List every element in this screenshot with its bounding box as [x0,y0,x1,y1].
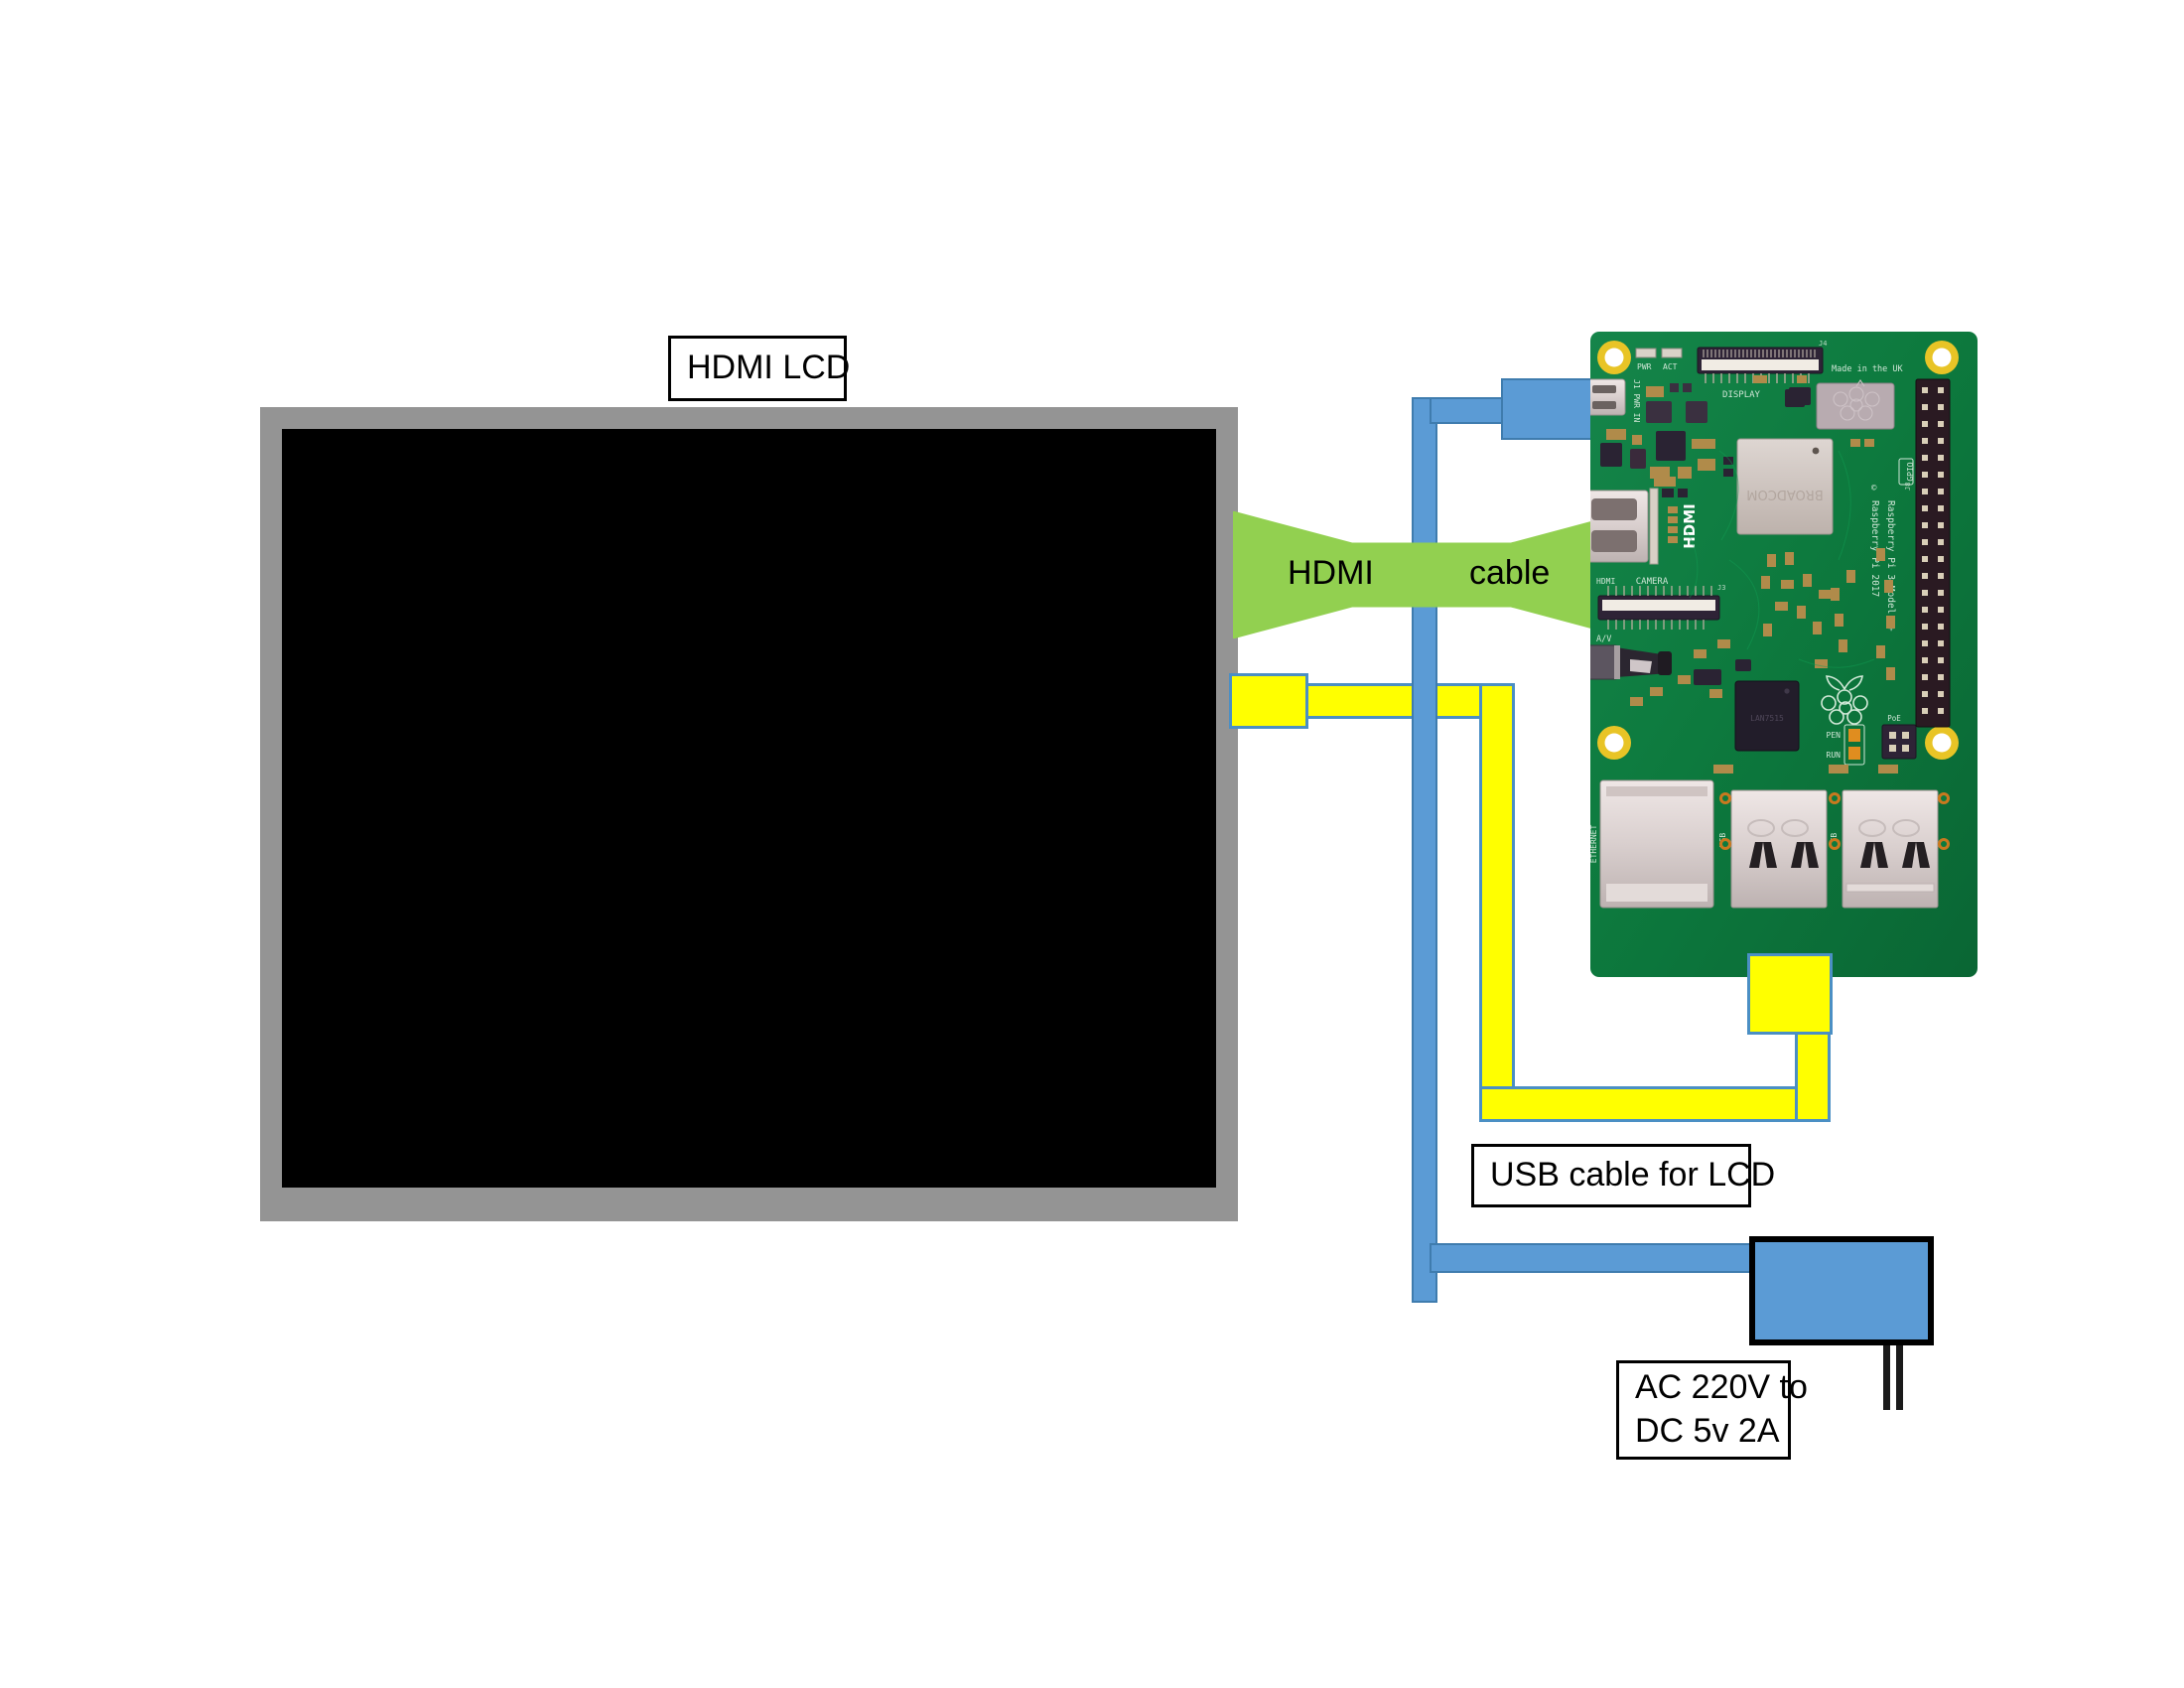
label-power-supply: AC 220V to DC 5v 2A [1616,1360,1808,1460]
status-leds: PWR ACT [1635,348,1683,371]
hdmi-silkscreen-vertical: HDMI [1681,503,1699,549]
pwr-led-label: PWR [1637,362,1652,371]
usb-cable-vertical [1479,683,1515,1122]
usb-cable-horizontal-upper [1302,683,1493,719]
gpio-header: GPIO J8 [1898,378,1951,728]
board-model-line1: Raspberry Pi 3 Model B+ [1885,500,1896,632]
raspberry-logo-silkscreen [1821,675,1868,725]
usb-connector-pi-end [1747,953,1833,1035]
label-power-supply-line2: DC 5v 2A [1635,1412,1780,1450]
gpio-silkscreen-label: GPIO [1906,462,1915,481]
midboard-passives [1630,375,1898,774]
micro-usb-power-connector [1501,378,1592,440]
label-usb-cable-for-lcd: USB cable for LCD [1471,1144,1775,1207]
made-in-uk-text: Made in the UK [1832,364,1904,374]
camera-connector-label: CAMERA [1636,577,1669,587]
label-hdmi-lcd: HDMI LCD [668,336,851,401]
gpio-ref-label: J8 [1904,483,1912,491]
ethernet-label: ETHERNET [1590,825,1598,864]
label-power-supply-line1: AC 220V to [1635,1368,1808,1407]
pen-jumper-label: PEN [1827,731,1842,740]
usb-port-right: USB [1830,789,1939,909]
ac-dc-power-adapter [1749,1236,1934,1345]
power-adapter-prong-left [1883,1342,1890,1410]
display-connector-ref: J4 [1819,340,1827,348]
power-cable-vertical-trunk [1412,397,1437,1303]
display-connector: DISPLAY J4 [1697,340,1827,400]
micro-usb-power-port: J1 PWR IN [1590,378,1641,423]
label-hdmi-lcd-text: HDMI LCD [687,349,851,387]
power-adapter-prong-right [1896,1342,1903,1410]
soc-marking: BROADCOM [1746,487,1823,501]
usb-port-left: USB [1718,789,1828,909]
j1-pwr-in-label: J1 PWR IN [1632,379,1641,423]
wireless-module-shield [1816,379,1895,430]
usb-cable-horizontal-lower [1479,1086,1827,1122]
ethernet-port: ETHERNET [1590,779,1714,909]
camera-connector-ref: J3 [1717,584,1725,592]
lan-usb-controller-chip: LAN7515 [1734,680,1800,752]
rpi-board-art: PWR ACT J1 PWR IN [1590,332,1978,977]
power-cable-bottom-horizontal [1430,1243,1767,1273]
upper-left-components [1600,375,1807,479]
board-model-line2: Raspberry Pi 2017 [1869,500,1880,597]
broadcom-soc: BROADCOM [1736,438,1834,535]
midboard-small-ics [1694,387,1811,685]
pcb-traces [1685,450,1875,668]
run-jumper-label: RUN [1827,751,1842,760]
mounting-holes [1597,341,1959,760]
lcd-screen-surface [282,429,1216,1188]
hdmi-cable-word-right: cable [1469,554,1551,592]
av-jack: A/V [1590,634,1672,680]
hdmi-cable-word-left: HDMI [1288,554,1374,592]
copyright-mark: © [1871,484,1877,493]
usb-through-hole-pads [1719,792,1950,850]
raspberry-pi-3-model-b-plus-board: PWR ACT J1 PWR IN [1590,332,1978,977]
hdmi-lcd-panel [260,407,1238,1221]
hdmi-port-label: HDMI [1596,577,1615,586]
act-led-label: ACT [1663,362,1678,371]
av-jack-label: A/V [1596,634,1611,644]
usb-connector-lcd-end [1229,673,1308,729]
pen-run-jumpers: PEN RUN [1827,724,1865,766]
poe-header-label: PoE [1887,714,1901,723]
lan-chip-marking: LAN7515 [1750,714,1784,723]
display-connector-label: DISPLAY [1722,390,1761,400]
poe-header: PoE [1881,714,1917,760]
label-usb-cable-for-lcd-text: USB cable for LCD [1490,1156,1776,1195]
